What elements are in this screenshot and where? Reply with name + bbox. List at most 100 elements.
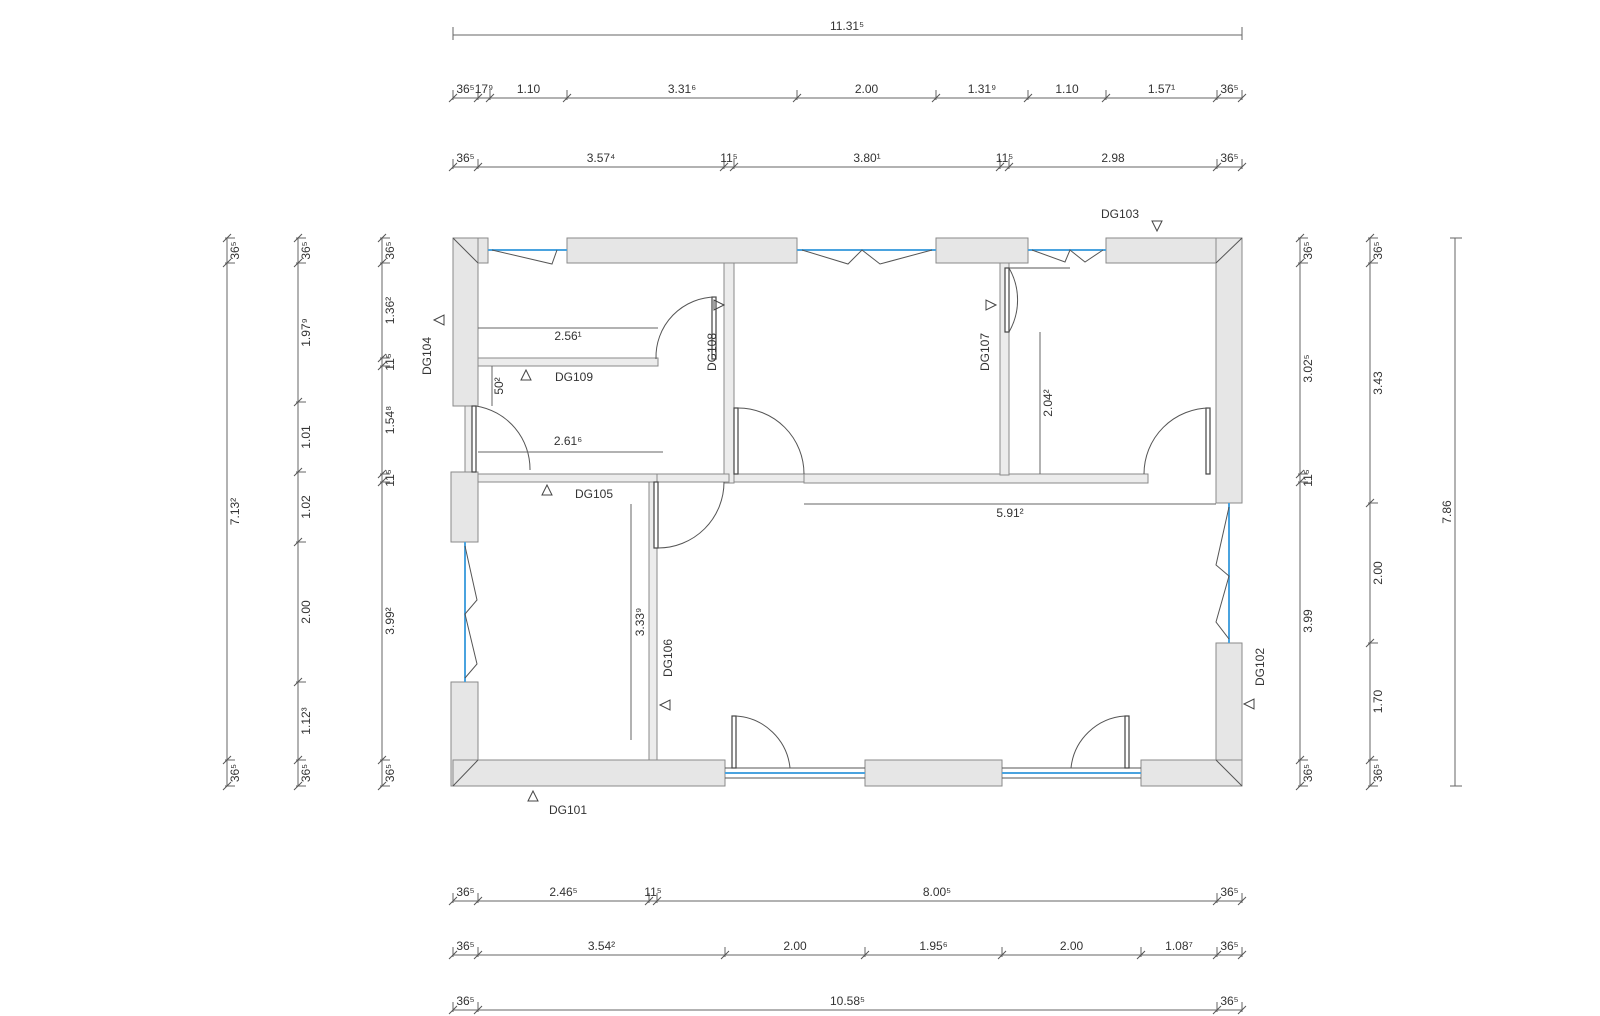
wall-segment — [566, 237, 798, 264]
room-marker-icon — [432, 314, 445, 326]
dimension-label: 11⁵ — [644, 885, 661, 899]
dimension-label: 1.36² — [383, 297, 397, 324]
dimension-label: 1.95⁶ — [919, 939, 947, 953]
dimension-label: 11⁵ — [720, 151, 737, 165]
dimension-label: 36⁵ — [383, 241, 397, 259]
door — [731, 715, 737, 769]
wall-segment — [452, 237, 479, 407]
interior-walls — [464, 262, 1149, 761]
dimension-label: 7.86 — [1440, 500, 1454, 524]
room-marker-icon — [985, 299, 998, 311]
dimension-label: 10.58⁵ — [830, 994, 865, 1008]
wall-segment — [450, 471, 479, 543]
dimension-label: 3.02⁵ — [1301, 354, 1315, 382]
room-label: DG108 — [705, 333, 719, 371]
interior-dimension-label: 50² — [492, 377, 506, 394]
dimension-label: 36⁵ — [383, 764, 397, 782]
dimension-label: 36⁵ — [456, 151, 474, 165]
left-dimension-col-3: 36⁵ 1.36² 11⁵ 1.54⁸ 11⁵ 3.99² 36⁵ — [377, 233, 397, 791]
room-marker-icon — [658, 699, 671, 711]
dimension-label: 3.57⁴ — [587, 151, 616, 165]
dimension-label: 36⁵ — [1220, 885, 1238, 899]
room-label: DG102 — [1253, 648, 1267, 686]
wall-segment — [452, 759, 726, 787]
interior-dimension-label: 2.56¹ — [554, 329, 581, 343]
dimension-label: 1.97⁹ — [299, 318, 313, 347]
dimension-label: 36⁵ — [1220, 994, 1238, 1008]
interior-dimension-label: 5.91² — [996, 506, 1023, 520]
dimension-label: 36⁵ — [1301, 764, 1315, 782]
room-label: DG106 — [661, 639, 675, 677]
interior-dimension-label: 2.04² — [1041, 389, 1055, 416]
room-label: DG101 — [549, 803, 587, 817]
dimension-label: 3.99² — [383, 607, 397, 634]
dimension-label: 36⁵ — [1371, 764, 1385, 782]
right-dimension-col-1: 36⁵ 3.02⁵ 11⁵ 3.99 36⁵ — [1295, 233, 1315, 791]
interior-wall — [723, 262, 735, 484]
interior-wall — [464, 405, 473, 473]
dimension-label: 36⁵ — [299, 241, 313, 259]
dimension-label: 1.10 — [517, 82, 541, 96]
dimension-label: 1.57¹ — [1148, 82, 1175, 96]
dimension-label: 11⁵ — [1301, 469, 1315, 486]
dimension-label: 2.00 — [1060, 939, 1084, 953]
room-marker-icon — [520, 368, 532, 381]
room-label: DG103 — [1101, 207, 1139, 221]
interior-wall — [477, 473, 659, 483]
dimension-label: 2.98 — [1101, 151, 1125, 165]
dimension-label: 36⁵ — [1371, 241, 1385, 259]
dimension-label: 1.70 — [1371, 689, 1385, 713]
wall-segment — [1140, 759, 1243, 787]
interior-wall — [733, 473, 805, 483]
room-marker-icon — [1151, 220, 1163, 233]
room-labels: DG101DG102DG103DG104DG105DG106DG107DG108… — [420, 207, 1267, 817]
dimension-label: 36⁵ — [456, 939, 474, 953]
dimension-label: 1.12³ — [299, 707, 313, 734]
dimension-label: 11⁵ — [996, 151, 1013, 165]
interior-wall — [803, 473, 1149, 484]
interior-wall — [477, 357, 659, 367]
dimension-label: 1.54⁸ — [383, 406, 397, 434]
room-marker-icon — [527, 789, 539, 802]
right-total-dimension: 7.86 — [1440, 237, 1462, 787]
dimension-label: 36⁵ — [1220, 151, 1238, 165]
outer-walls — [450, 237, 1243, 787]
dimension-label: 36⁵ — [1220, 939, 1238, 953]
dimension-label: 36⁵ — [1301, 241, 1315, 259]
door — [653, 481, 659, 549]
dimension-label: 2.46⁵ — [549, 885, 577, 899]
dimension-label: 11⁵ — [383, 353, 397, 370]
door — [733, 407, 739, 475]
room-label: DG109 — [555, 370, 593, 384]
interior-wall — [648, 481, 658, 761]
room-marker-icon — [713, 299, 726, 311]
interior-wall — [999, 262, 1010, 476]
dimension-label: 11.31⁵ — [830, 19, 864, 33]
room-label: DG104 — [420, 337, 434, 375]
vertical-dimension-chains: 36⁵7.13²36⁵36⁵1.97⁹1.011.022.001.12³36⁵3… — [222, 233, 1462, 791]
dimension-label: 1.02 — [299, 495, 313, 519]
dimension-label: 1.10 — [1055, 82, 1079, 96]
dimension-label: 36⁵ — [456, 885, 474, 899]
dimension-label: 17⁹ — [475, 82, 494, 96]
interior-dimension-label: 2.61⁶ — [554, 434, 582, 448]
dimension-label: 3.99 — [1301, 609, 1315, 633]
windows — [464, 249, 1230, 779]
wall-segment — [1215, 237, 1243, 504]
dimension-label: 3.43 — [1371, 371, 1385, 395]
doors — [471, 267, 1211, 769]
room-label: DG107 — [978, 333, 992, 371]
dimension-label: 3.31⁶ — [668, 82, 696, 96]
dimension-label: 36⁵ — [228, 241, 242, 259]
dimension-label: 3.54² — [588, 939, 615, 953]
dimension-label: 11⁵ — [383, 469, 397, 486]
dimension-label: 2.00 — [855, 82, 879, 96]
door — [1124, 715, 1130, 769]
